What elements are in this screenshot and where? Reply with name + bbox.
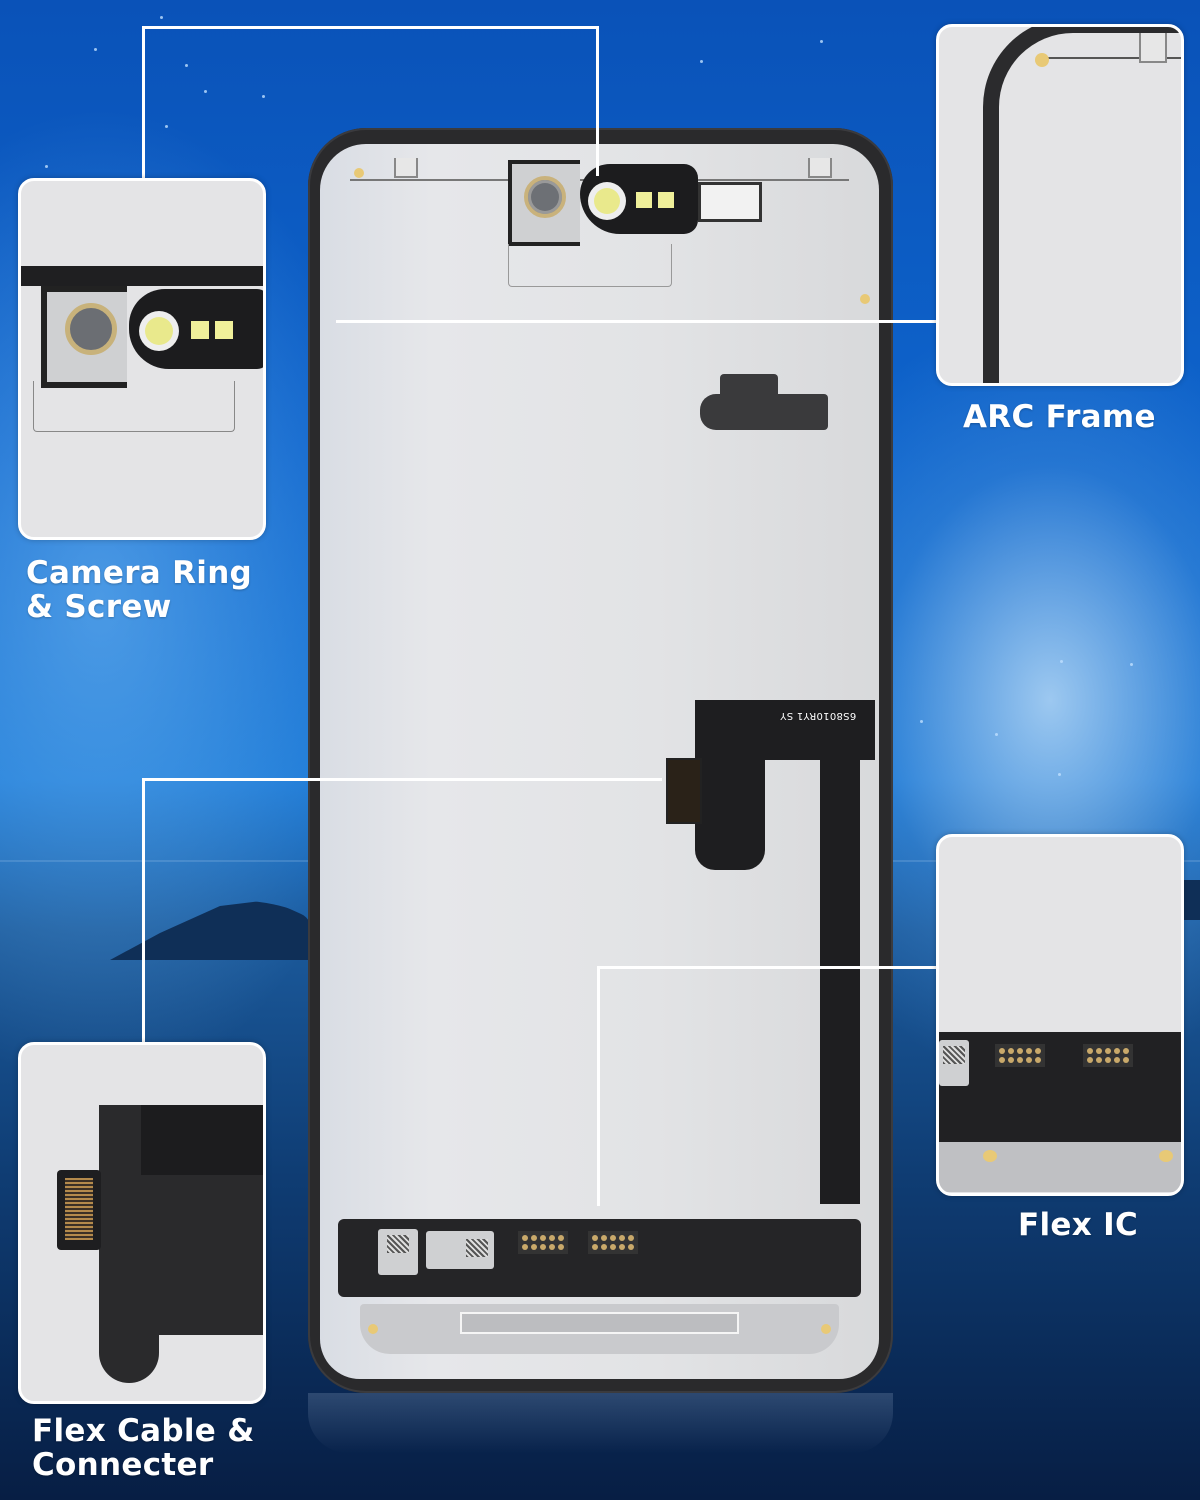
gold-contact bbox=[821, 1324, 831, 1334]
flex-ic-band bbox=[338, 1219, 861, 1297]
phone-reflection bbox=[308, 1393, 893, 1453]
gold-contact bbox=[860, 294, 870, 304]
shield-plate bbox=[33, 381, 235, 432]
flex-print-text: 6S8010RY1 SY bbox=[780, 710, 857, 721]
bottom-frame-bracket bbox=[939, 1142, 1181, 1192]
label-flex-ic: Flex IC bbox=[1018, 1208, 1138, 1242]
sensor-pad bbox=[636, 192, 652, 208]
ic-pin-array bbox=[588, 1231, 638, 1254]
inset-arc-frame bbox=[936, 24, 1184, 386]
label-camera-ring: Camera Ring & Screw bbox=[26, 556, 252, 624]
top-clip-left bbox=[394, 158, 418, 178]
inset-camera-ring bbox=[18, 178, 266, 540]
earpiece-bracket bbox=[698, 182, 762, 222]
label-flex-cable: Flex Cable & Connecter bbox=[32, 1414, 255, 1482]
sensor-housing bbox=[129, 289, 263, 369]
inset-flex-cable bbox=[18, 1042, 266, 1404]
ic-pin-array bbox=[1083, 1044, 1133, 1067]
label-line: Flex IC bbox=[1018, 1207, 1138, 1243]
phone-lcd-assembly: 6S8010RY1 SY bbox=[308, 128, 893, 1393]
label-line: ARC Frame bbox=[963, 399, 1156, 435]
camera-lens-ring-icon bbox=[524, 176, 566, 218]
gold-contact bbox=[1035, 53, 1049, 67]
frame-line bbox=[1039, 57, 1181, 59]
sensor-pad bbox=[658, 192, 674, 208]
gold-contact bbox=[368, 1324, 378, 1334]
frame-edge bbox=[21, 266, 263, 286]
ic-chip bbox=[939, 1040, 969, 1086]
bottom-frame-bracket bbox=[360, 1304, 839, 1354]
adhesive-pad bbox=[700, 394, 828, 430]
camera-ring-assembly bbox=[508, 160, 762, 246]
flex-tail bbox=[99, 1335, 159, 1383]
ic-chip bbox=[378, 1229, 418, 1275]
label-line: Connecter bbox=[32, 1447, 214, 1483]
shield-plate bbox=[508, 244, 672, 287]
flex-cable-strip bbox=[820, 754, 860, 1204]
label-arc-frame: ARC Frame bbox=[963, 400, 1156, 434]
flex-cable-body bbox=[695, 700, 765, 870]
top-clip bbox=[1139, 33, 1167, 63]
flex-connector-icon bbox=[57, 1170, 101, 1250]
ic-pin-array bbox=[518, 1231, 568, 1254]
ic-pin-array bbox=[995, 1044, 1045, 1067]
ic-chip bbox=[426, 1231, 494, 1269]
gold-contact bbox=[1159, 1150, 1173, 1162]
flex-ic-band bbox=[939, 1032, 1181, 1142]
flex-connector-icon bbox=[666, 758, 702, 824]
sensor-housing bbox=[580, 164, 698, 234]
flex-band bbox=[141, 1105, 263, 1175]
proximity-sensor-icon bbox=[594, 188, 620, 214]
bottom-bar bbox=[460, 1312, 739, 1334]
inset-flex-ic bbox=[936, 834, 1184, 1196]
label-line: Flex Cable & bbox=[32, 1413, 255, 1449]
camera-lens-ring-icon bbox=[65, 303, 117, 355]
gold-contact bbox=[354, 168, 364, 178]
label-line: Camera Ring bbox=[26, 555, 253, 591]
top-clip-right bbox=[808, 158, 832, 178]
label-line: & Screw bbox=[26, 589, 172, 625]
arc-frame-edge bbox=[983, 27, 1181, 383]
gold-contact bbox=[983, 1150, 997, 1162]
